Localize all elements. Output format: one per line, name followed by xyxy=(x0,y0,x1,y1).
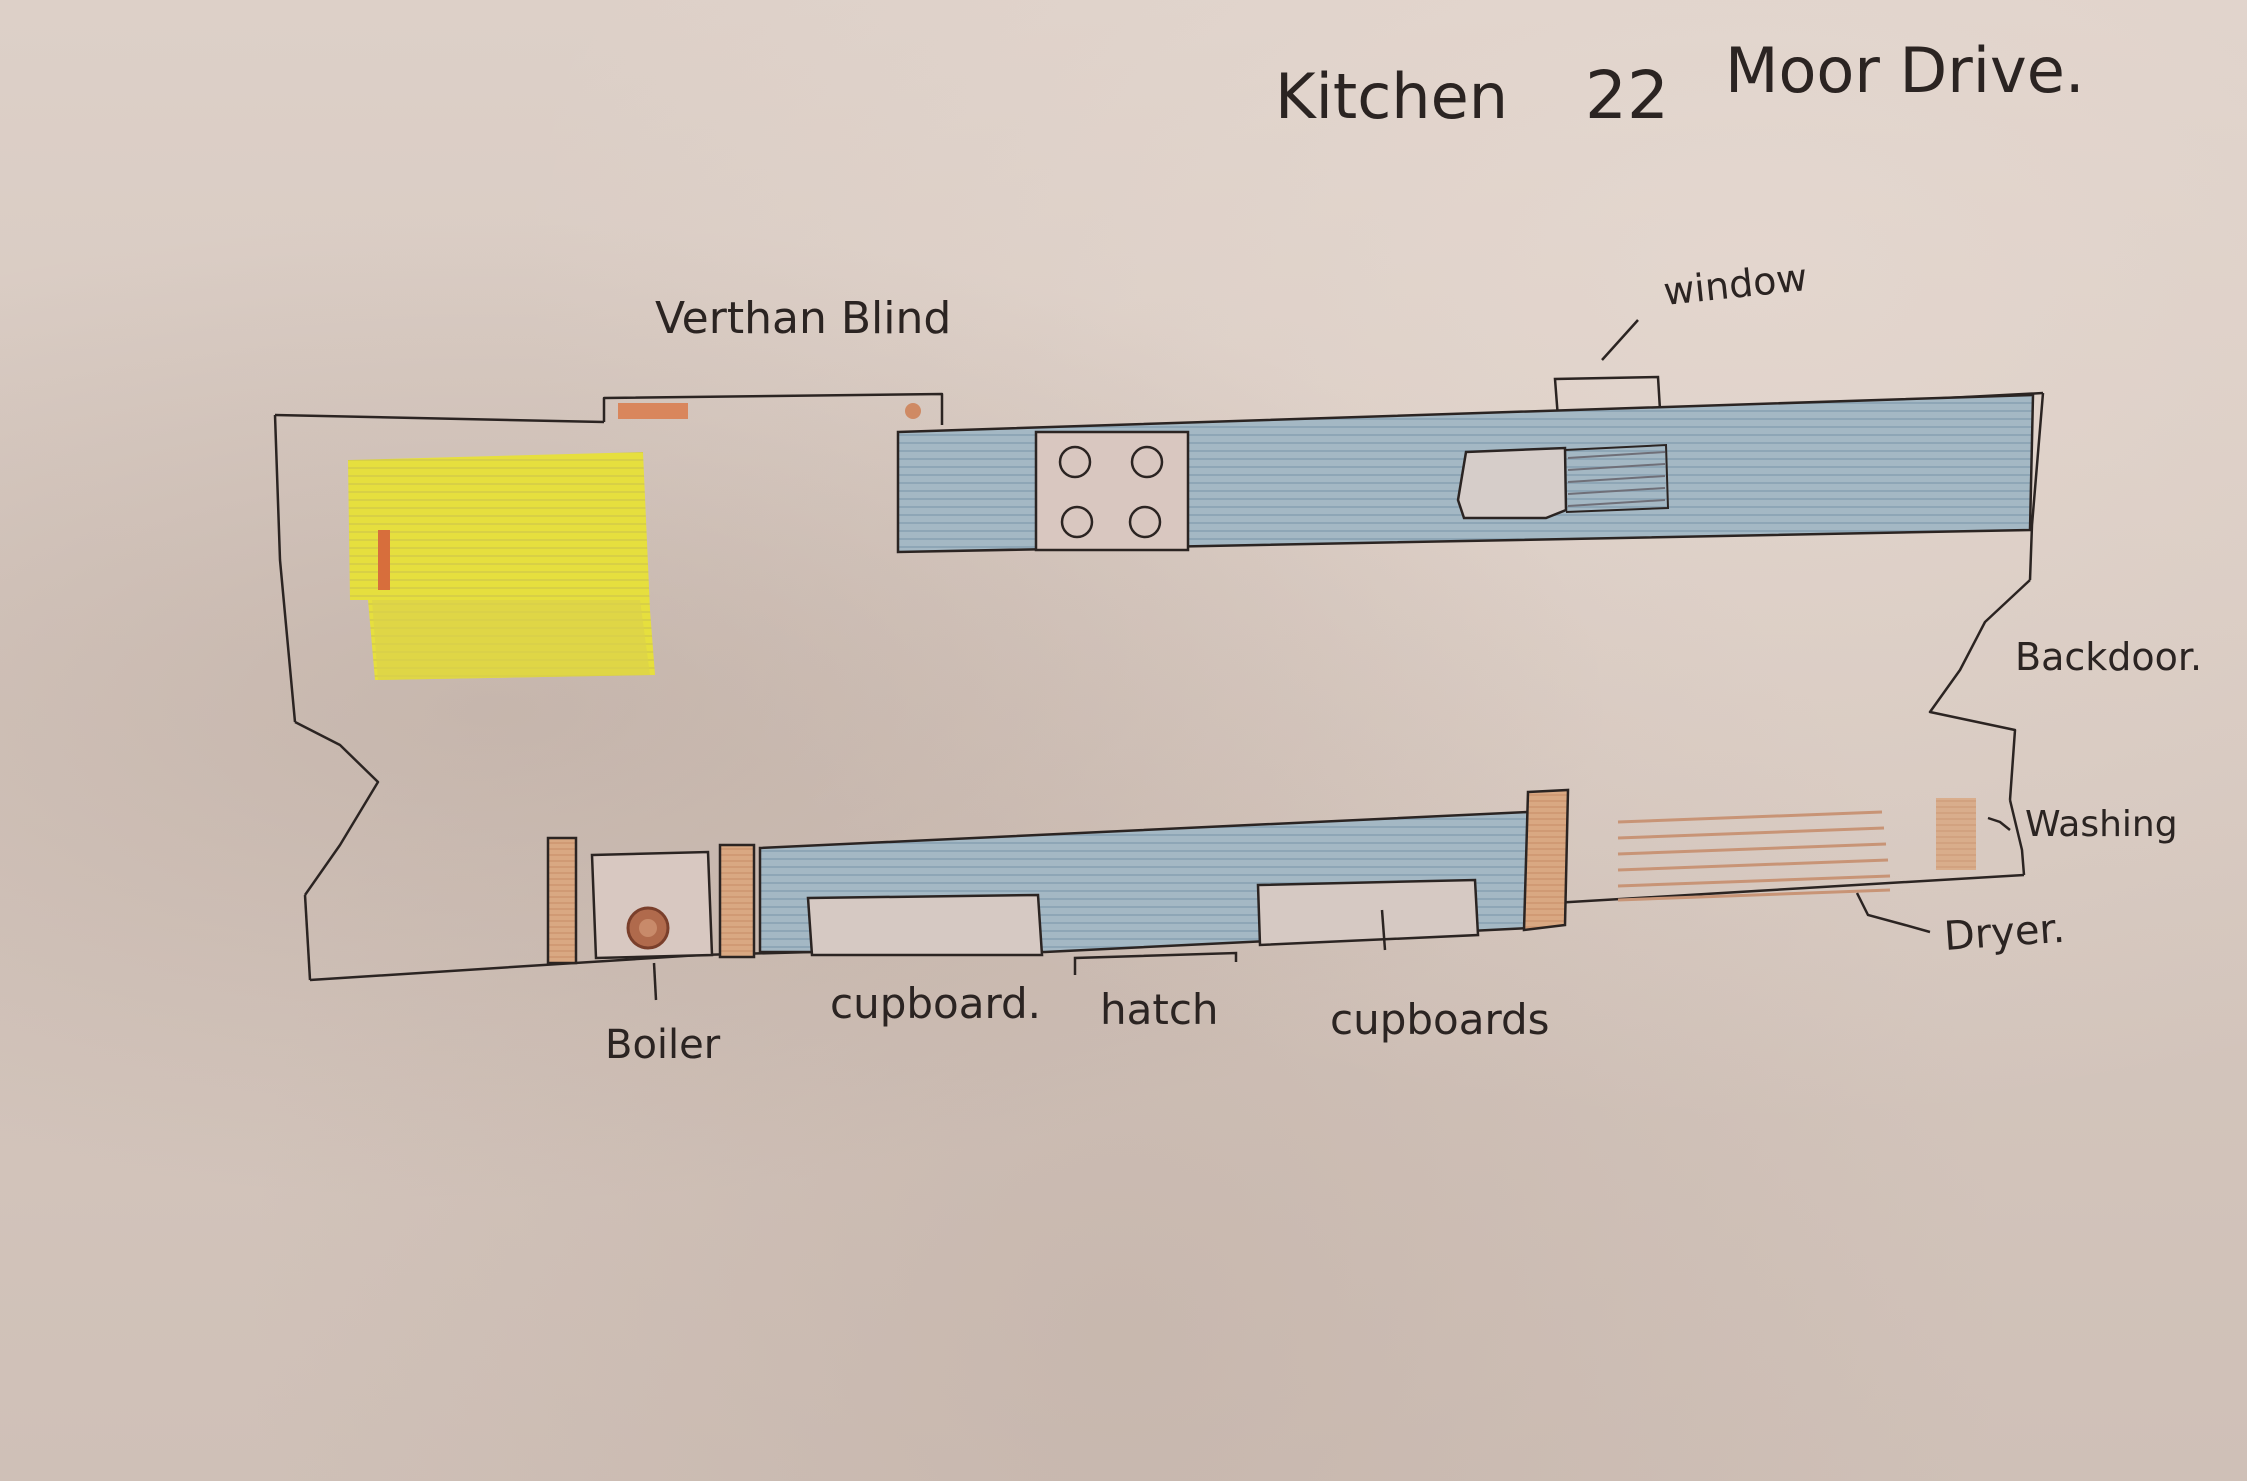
boiler-cabinet xyxy=(590,850,714,960)
washing-machine xyxy=(1936,798,1976,870)
title-address-street: Moor Drive. xyxy=(1725,34,2085,107)
label-cupboards: cupboards xyxy=(1330,995,1550,1044)
label-cupboard: cupboard. xyxy=(830,979,1041,1028)
hob-ring-icon xyxy=(1060,505,1094,539)
label-window: window xyxy=(1661,255,1809,314)
top-worktop xyxy=(896,393,2035,554)
bottom-units xyxy=(546,788,1570,975)
table-chair-marker xyxy=(378,530,390,590)
label-hatch: hatch xyxy=(1100,985,1219,1034)
dining-table xyxy=(348,452,655,680)
boiler-side-panel xyxy=(546,836,578,965)
title-address-number: 22 xyxy=(1585,57,1669,134)
hob-ring-icon xyxy=(1058,445,1092,479)
dryer xyxy=(1617,810,1891,902)
label-boiler: Boiler xyxy=(605,1022,721,1068)
cupboard-left xyxy=(806,893,1044,957)
worktop-right-panel xyxy=(1522,788,1570,932)
leader-lines xyxy=(652,816,2011,1001)
venetian-blind xyxy=(618,403,921,419)
sink-drainer xyxy=(1564,443,1670,513)
label-backdoor: Backdoor. xyxy=(2015,635,2202,679)
hob-ring-icon xyxy=(1130,445,1164,479)
hob-ring-icon xyxy=(1128,505,1162,539)
worktop-end-panel xyxy=(718,843,756,959)
hatch-marker xyxy=(1073,951,1238,975)
label-washing: Washing xyxy=(2025,804,2178,845)
boiler-dial-icon xyxy=(639,919,657,937)
window-marker xyxy=(1553,319,1662,419)
cupboard-right xyxy=(1256,878,1480,947)
label-dryer: Dryer. xyxy=(1942,906,2066,960)
sink xyxy=(1456,446,1568,520)
hob xyxy=(1034,430,1190,552)
title-room: Kitchen xyxy=(1275,60,1508,133)
title: Kitchen 22 Moor Drive. xyxy=(1275,34,2085,134)
label-blind: Verthan Blind xyxy=(655,293,951,344)
